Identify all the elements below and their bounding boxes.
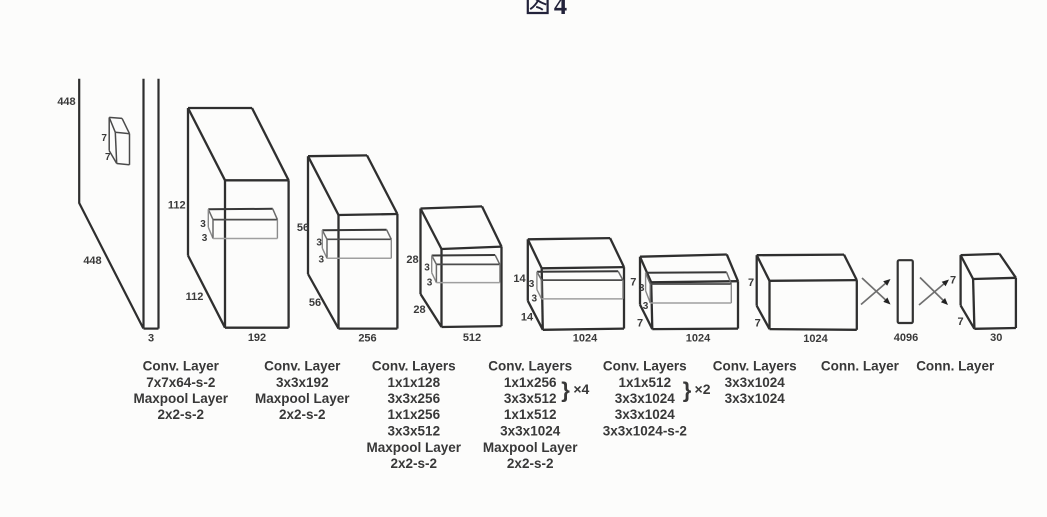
svg-text:Conv. Layers: Conv. Layers [713,359,797,374]
svg-text:1x1x128: 1x1x128 [388,375,441,390]
svg-text:7: 7 [755,318,761,330]
svg-text:3x3x1024: 3x3x1024 [615,391,676,406]
svg-text:448: 448 [83,255,101,267]
svg-text:1x1x512: 1x1x512 [619,375,672,390]
svg-text:7: 7 [101,133,107,144]
svg-text:Conn. Layer: Conn. Layer [916,359,995,374]
svg-text:Conv. Layers: Conv. Layers [372,359,456,374]
svg-text:3x3x1024: 3x3x1024 [500,424,561,439]
svg-text:7: 7 [630,277,636,289]
svg-text:4: 4 [554,0,567,20]
svg-text:3x3x1024: 3x3x1024 [725,391,786,406]
svg-text:3: 3 [427,278,433,289]
svg-text:3: 3 [424,263,430,274]
svg-text:28: 28 [406,254,418,266]
svg-text:}: } [561,378,570,403]
svg-text:1x1x256: 1x1x256 [504,375,557,390]
svg-text:×2: ×2 [695,381,711,397]
svg-text:3x3x1024: 3x3x1024 [615,407,676,422]
svg-text:Maxpool Layer: Maxpool Layer [255,391,350,406]
svg-text:3: 3 [316,238,322,249]
svg-text:192: 192 [248,332,266,344]
svg-text:3x3x256: 3x3x256 [388,391,441,406]
svg-text:×4: ×4 [573,381,589,397]
svg-text:7: 7 [637,318,643,330]
svg-text:3x3x192: 3x3x192 [276,375,329,390]
svg-text:448: 448 [57,96,75,108]
svg-text:112: 112 [168,199,186,211]
svg-text:512: 512 [463,332,481,344]
svg-text:112: 112 [186,291,204,303]
svg-text:Maxpool Layer: Maxpool Layer [483,440,578,455]
svg-text:2x2-s-2: 2x2-s-2 [279,407,326,422]
svg-text:Conv. Layers: Conv. Layers [603,359,687,374]
svg-text:Conv. Layers: Conv. Layers [488,359,572,374]
svg-text:3: 3 [200,219,206,230]
svg-text:7: 7 [105,152,111,163]
svg-text:3: 3 [202,233,208,244]
svg-text:Maxpool Layer: Maxpool Layer [367,440,462,455]
svg-text:Conv. Layer: Conv. Layer [143,359,220,374]
svg-text:3x3x512: 3x3x512 [388,424,441,439]
svg-text:3: 3 [532,294,538,305]
svg-text:2x2-s-2: 2x2-s-2 [391,456,438,471]
svg-text:Conv. Layer: Conv. Layer [264,359,341,374]
svg-text:30: 30 [990,332,1002,344]
svg-text:3: 3 [643,301,649,312]
svg-text:56: 56 [309,297,321,309]
svg-text:3: 3 [319,255,325,266]
svg-text:28: 28 [413,304,425,316]
svg-text:7: 7 [957,316,963,328]
svg-text:2x2-s-2: 2x2-s-2 [158,407,205,422]
svg-text:7: 7 [950,275,956,287]
svg-text:}: } [683,378,692,403]
svg-text:3x3x1024-s-2: 3x3x1024-s-2 [603,424,687,439]
svg-text:3: 3 [529,279,535,290]
svg-text:3x3x512: 3x3x512 [504,391,557,406]
svg-text:7x7x64-s-2: 7x7x64-s-2 [146,375,215,390]
svg-text:Conn. Layer: Conn. Layer [821,359,900,374]
svg-text:1024: 1024 [686,333,711,345]
svg-text:56: 56 [297,222,309,234]
svg-text:1024: 1024 [573,333,598,345]
svg-text:2x2-s-2: 2x2-s-2 [507,456,554,471]
svg-text:1x1x256: 1x1x256 [388,407,441,422]
svg-text:4096: 4096 [894,332,918,344]
svg-text:14: 14 [513,273,526,285]
svg-text:7: 7 [748,277,754,289]
svg-text:1024: 1024 [803,333,828,345]
svg-text:Maxpool Layer: Maxpool Layer [134,391,229,406]
svg-text:14: 14 [521,311,534,323]
svg-text:3: 3 [148,332,154,344]
svg-text:1x1x512: 1x1x512 [504,407,557,422]
svg-text:3: 3 [639,283,645,294]
svg-text:256: 256 [358,333,376,345]
svg-text:3x3x1024: 3x3x1024 [725,375,786,390]
